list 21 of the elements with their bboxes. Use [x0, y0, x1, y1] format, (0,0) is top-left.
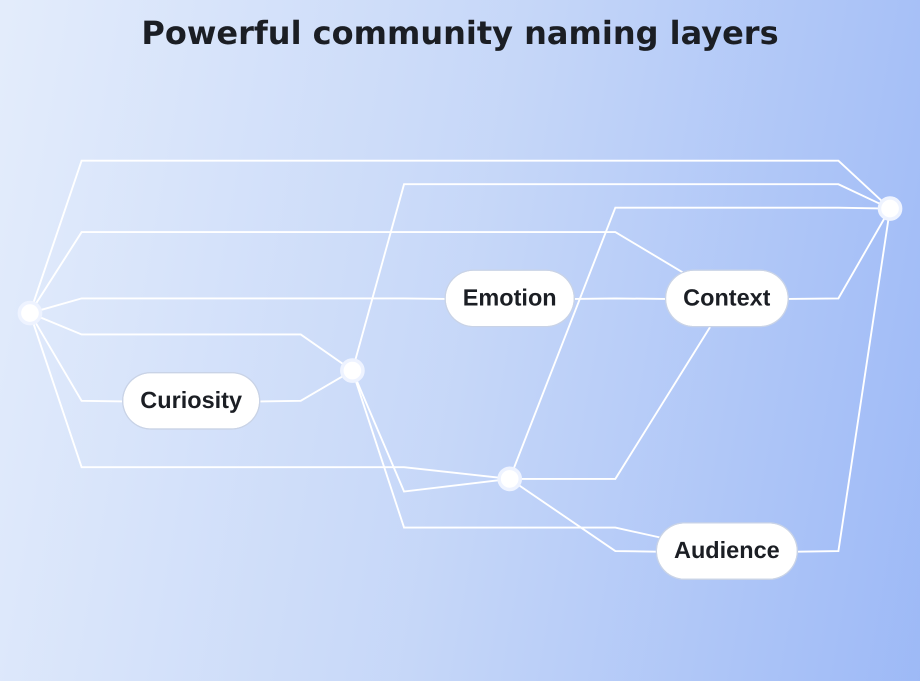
connector [354, 380, 661, 539]
connector [520, 326, 711, 480]
connector [34, 231, 684, 305]
connector [40, 297, 446, 312]
connector [34, 322, 124, 402]
connector [512, 206, 880, 470]
node-circle [878, 196, 902, 221]
connector [798, 218, 890, 553]
connector [39, 316, 344, 366]
connector [788, 217, 886, 300]
connector [354, 183, 881, 361]
connector [32, 160, 883, 304]
connector [574, 297, 666, 300]
node-circle [18, 300, 42, 326]
connector [518, 484, 658, 553]
connector [356, 380, 500, 493]
diagram-title: Powerful community naming layers [140, 14, 780, 52]
connector [32, 322, 500, 479]
connector [260, 375, 344, 402]
node-circle [497, 466, 522, 492]
node-circle [340, 358, 365, 383]
